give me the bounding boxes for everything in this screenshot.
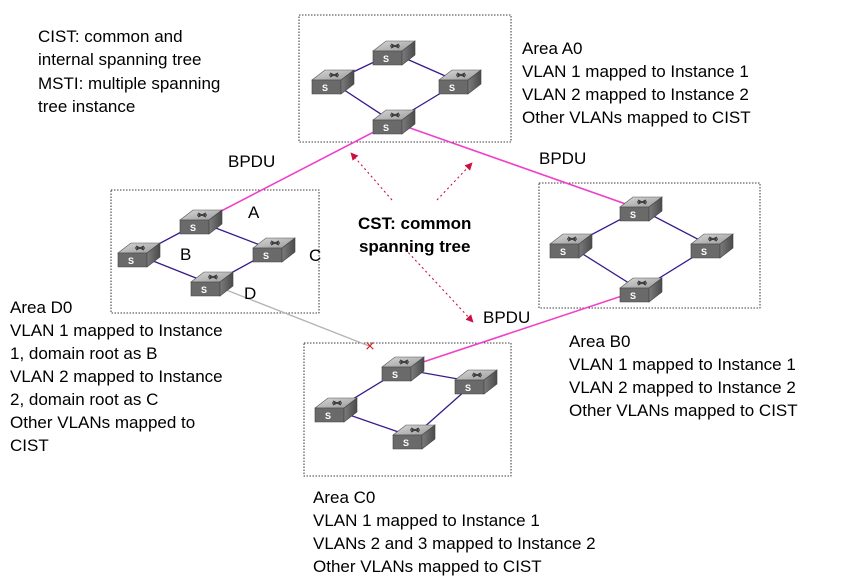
area-b0-box	[538, 182, 761, 309]
area-d0-description: Area D0 VLAN 1 mapped to Instance 1, dom…	[10, 296, 223, 457]
cist-legend: CIST: common and internal spanning tree	[38, 25, 202, 71]
svg-text:S: S	[325, 411, 331, 421]
svg-text:S: S	[201, 285, 207, 295]
area-d0-title: Area D0	[10, 298, 73, 317]
switch-a0-right: S	[438, 69, 482, 95]
cist-link-a0-b0	[392, 121, 641, 210]
svg-text:S: S	[403, 438, 409, 448]
msti-legend: MSTI: multiple spanning tree instance	[38, 72, 220, 118]
cst-arrow-to-a0-right	[436, 162, 473, 201]
msti-legend-line-1: MSTI: multiple spanning	[38, 74, 221, 93]
node-label-c: C	[309, 246, 322, 265]
area-a0-description: Area A0 VLAN 1 mapped to Instance 1 VLAN…	[522, 37, 751, 129]
area-a0-box	[298, 14, 512, 143]
area-c0-box	[303, 342, 512, 477]
switch-b0-left: S	[549, 233, 593, 259]
svg-text:S: S	[383, 54, 389, 64]
svg-text:S: S	[560, 247, 566, 257]
bpdu-label-left: BPDU	[228, 152, 276, 171]
switch-a0-bottom: S	[372, 109, 416, 135]
area-b0-line: Other VLANs mapped to CIST	[569, 401, 798, 420]
cst-label-line-2: spanning tree	[358, 237, 471, 256]
bpdu-label-right: BPDU	[539, 149, 587, 168]
cst-label-line-1: CST: common	[358, 214, 472, 233]
area-b0-description: Area B0 VLAN 1 mapped to Instance 1 VLAN…	[569, 330, 798, 422]
blocked-port-mark: ×	[365, 339, 376, 354]
area-d0-line: Other VLANs mapped to	[10, 413, 196, 432]
area-a0-title: Area A0	[522, 39, 583, 58]
switch-a0-top: S	[372, 40, 416, 66]
node-label-b: B	[180, 245, 192, 264]
area-a0-line: VLAN 1 mapped to Instance 1	[522, 62, 749, 81]
area-d0-line: VLAN 1 mapped to Instance	[10, 321, 223, 340]
switch-c0-bottom: S	[392, 424, 436, 450]
area-c0-title: Area C0	[313, 488, 376, 507]
area-d0-box	[110, 189, 320, 314]
svg-text:S: S	[630, 291, 636, 301]
cist-legend-line-2: internal spanning tree	[38, 50, 202, 69]
bpdu-label-bottom: BPDU	[483, 308, 531, 327]
area-b0-line: VLAN 1 mapped to Instance 1	[569, 355, 796, 374]
area-a0-line: VLAN 2 mapped to Instance 2	[522, 85, 749, 104]
area-d0-line: 1, domain root as B	[10, 344, 158, 363]
switch-a0-left: S	[311, 69, 355, 95]
msti-legend-line-2: tree instance	[38, 97, 136, 116]
cist-legend-line-1: CIST: common and	[38, 27, 183, 46]
switch-d0-c: S	[252, 237, 296, 263]
area-c0-line: VLAN 1 mapped to Instance 1	[313, 511, 540, 530]
svg-text:S: S	[392, 370, 398, 380]
cist-link-a0-d0	[199, 121, 394, 223]
svg-text:S: S	[263, 251, 269, 261]
svg-text:S: S	[449, 83, 455, 93]
cist-link-b0-c0	[401, 289, 641, 370]
switch-c0-top: S	[381, 356, 425, 382]
cst-arrow-to-c0	[404, 248, 474, 323]
svg-text:S: S	[128, 256, 134, 266]
area-a0-line: Other VLANs mapped to CIST	[522, 108, 751, 127]
area-b0-title: Area B0	[569, 332, 631, 351]
switch-d0-b: S	[117, 242, 161, 268]
area-c0-line: VLANs 2 and 3 mapped to Instance 2	[313, 534, 596, 553]
area-d0-line: 2, domain root as C	[10, 390, 159, 409]
switch-c0-left: S	[314, 397, 358, 423]
node-label-a: A	[248, 203, 260, 222]
switch-d0-d: S	[190, 271, 234, 297]
svg-text:S: S	[190, 223, 196, 233]
area-d0-line: CIST	[10, 436, 49, 455]
svg-text:S: S	[630, 210, 636, 220]
area-c0-line: Other VLANs mapped to CIST	[313, 557, 542, 576]
svg-text:S: S	[383, 123, 389, 133]
cst-arrow-to-a0-left	[350, 152, 393, 201]
area-b0-line: VLAN 2 mapped to Instance 2	[569, 378, 796, 397]
svg-text:S: S	[465, 383, 471, 393]
switch-b0-top: S	[619, 196, 663, 222]
switch-b0-right: S	[690, 233, 734, 259]
area-d0-line: VLAN 2 mapped to Instance	[10, 367, 223, 386]
node-label-d: D	[244, 284, 257, 303]
switch-c0-right: S	[454, 369, 498, 395]
svg-text:S: S	[322, 83, 328, 93]
area-c0-description: Area C0 VLAN 1 mapped to Instance 1 VLAN…	[313, 486, 596, 578]
svg-text:S: S	[701, 247, 707, 257]
blocked-link	[210, 283, 370, 347]
switch-d0-a: S	[179, 209, 223, 235]
cst-label: CST: common spanning tree	[358, 212, 471, 258]
switch-b0-bottom: S	[619, 277, 663, 303]
